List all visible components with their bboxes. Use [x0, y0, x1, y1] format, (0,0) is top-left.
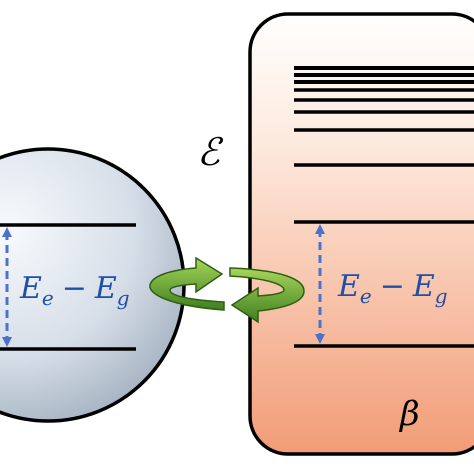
- system-sphere: Ee−Eg: [0, 147, 186, 423]
- bath-level-continuum: [294, 66, 474, 167]
- environment-symbol: ℰ: [197, 130, 224, 174]
- bath-energy-gap-label: Ee−Eg: [337, 269, 448, 308]
- exchange-cycle-icon: [149, 256, 305, 324]
- system-energy-gap-label: Ee−Eg: [19, 271, 130, 310]
- environment-bath: Ee−Eg β: [248, 12, 474, 456]
- temperature-symbol: β: [398, 394, 420, 434]
